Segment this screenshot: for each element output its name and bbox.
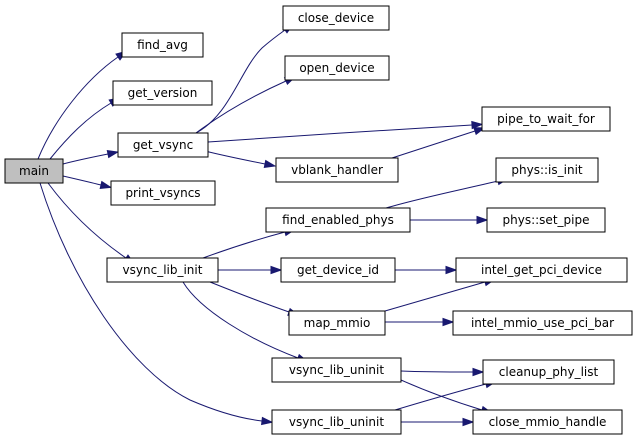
node-label: vblank_handler	[291, 163, 383, 177]
node-map_mmio[interactable]: map_mmio	[288, 310, 386, 336]
edge-line	[62, 153, 109, 165]
edge-line	[385, 180, 499, 209]
edge-vsync_lib_init-to-map_mmio	[209, 281, 300, 316]
node-phys_set_pipe[interactable]: phys::set_pipe	[486, 207, 606, 233]
edge-get_vsync-to-close_device	[195, 23, 295, 134]
node-label: get_device_id	[297, 263, 379, 277]
node-label: map_mmio	[304, 316, 371, 330]
node-cleanup_phy_list[interactable]: cleanup_phy_list	[482, 359, 615, 385]
arrowhead-icon	[261, 416, 274, 426]
node-close_device[interactable]: close_device	[282, 5, 390, 31]
edge-line	[394, 383, 487, 411]
edge-line	[400, 370, 474, 373]
function-nodes: main find_avg get_version get_vsync prin…	[4, 5, 633, 435]
node-label: find_enabled_phys	[282, 213, 394, 227]
arrowhead-icon	[99, 180, 113, 189]
node-vsync_lib_uninit[interactable]: vsync_lib_uninit	[271, 357, 402, 383]
edge-get_device_id-to-intel_get_pci_device	[395, 265, 458, 275]
arrowhead-icon	[472, 367, 485, 377]
edge-get_vsync-to-pipe_to_wait_for	[207, 120, 484, 143]
edge-line	[182, 281, 299, 359]
node-label: pipe_to_wait_for	[497, 112, 595, 126]
edge-line	[400, 379, 483, 411]
arrowhead-icon	[263, 159, 277, 168]
arrowhead-icon	[471, 120, 484, 130]
node-vsync_lib_init[interactable]: vsync_lib_init	[106, 257, 219, 283]
edge-find_enabled_phys-to-phys_is_init	[385, 177, 510, 209]
node-vsync_lib_uninit[interactable]: vsync_lib_uninit	[271, 409, 402, 435]
node-label: close_mmio_handle	[489, 415, 607, 429]
node-label: print_vsyncs	[125, 186, 200, 200]
node-label: main	[19, 164, 49, 178]
node-get_version[interactable]: get_version	[112, 80, 213, 106]
edge-map_mmio-to-intel_get_pci_device	[384, 278, 497, 312]
edge-line	[384, 281, 486, 312]
arrowhead-icon	[462, 417, 475, 427]
node-intel_get_pci_device[interactable]: intel_get_pci_device	[455, 257, 628, 283]
node-label: phys::set_pipe	[503, 213, 590, 227]
edge-line	[195, 80, 287, 134]
edge-main-to-get_version	[49, 97, 121, 160]
edge-line	[47, 182, 127, 259]
edge-line	[207, 124, 473, 143]
edge-map_mmio-to-intel_mmio_use_pci_bar	[385, 317, 455, 327]
edge-line	[37, 56, 119, 160]
node-label: phys::is_init	[511, 163, 583, 177]
node-label: get_vsync	[133, 138, 193, 152]
edge-line	[209, 281, 290, 313]
node-main[interactable]: main	[4, 158, 64, 184]
node-label: vsync_lib_uninit	[289, 415, 384, 429]
node-get_device_id[interactable]: get_device_id	[280, 257, 396, 283]
arrowhead-icon	[106, 150, 120, 159]
edge-vsync_lib_init-to-get_device_id	[218, 265, 283, 275]
edge-line	[39, 182, 263, 422]
node-find_avg[interactable]: find_avg	[121, 32, 204, 58]
edge-vsync_lib_uninit_1-to-close_mmio_handle	[400, 379, 494, 414]
node-print_vsyncs[interactable]: print_vsyncs	[110, 180, 216, 206]
edge-line	[62, 175, 102, 186]
node-label: intel_get_pci_device	[481, 263, 602, 277]
node-label: vsync_lib_uninit	[289, 363, 384, 377]
arrowhead-icon	[270, 265, 283, 275]
edge-line	[204, 150, 266, 165]
node-label: cleanup_phy_list	[499, 365, 599, 379]
edge-line	[49, 102, 112, 160]
arrowhead-icon	[476, 215, 489, 225]
edge-line	[195, 29, 286, 134]
node-phys_is_init[interactable]: phys::is_init	[495, 157, 599, 183]
node-label: vsync_lib_init	[123, 263, 203, 277]
node-find_enabled_phys[interactable]: find_enabled_phys	[265, 207, 411, 233]
node-label: find_avg	[137, 38, 188, 52]
node-get_vsync[interactable]: get_vsync	[117, 132, 209, 158]
edge-get_vsync-to-vblank_handler	[204, 150, 277, 168]
arrowhead-icon	[445, 265, 458, 275]
node-pipe_to_wait_for[interactable]: pipe_to_wait_for	[481, 106, 611, 132]
edge-vsync_lib_uninit_1-to-cleanup_phy_list	[400, 367, 485, 377]
node-open_device[interactable]: open_device	[284, 55, 390, 81]
node-close_mmio_handle[interactable]: close_mmio_handle	[472, 409, 623, 435]
edge-vsync_lib_uninit_2-to-close_mmio_handle	[400, 417, 475, 427]
edge-line	[202, 231, 286, 259]
node-intel_mmio_use_pci_bar[interactable]: intel_mmio_use_pci_bar	[452, 310, 633, 336]
edge-line	[391, 130, 476, 159]
node-label: open_device	[299, 61, 374, 75]
arrowhead-icon	[442, 317, 455, 327]
edge-main-to-vsync_lib_uninit_2	[39, 182, 274, 426]
node-label: get_version	[128, 86, 198, 100]
edge-vblank_handler-to-pipe_to_wait_for	[391, 127, 486, 159]
node-label: intel_mmio_use_pci_bar	[471, 316, 614, 330]
edge-find_enabled_phys-to-phys_set_pipe	[410, 215, 489, 225]
edge-vsync_lib_uninit_2-to-cleanup_phy_list	[394, 380, 498, 411]
edge-main-to-get_vsync	[62, 150, 120, 165]
edge-main-to-print_vsyncs	[62, 175, 113, 189]
edge-vsync_lib_init-to-find_enabled_phys	[202, 228, 297, 259]
node-vblank_handler[interactable]: vblank_handler	[275, 157, 399, 183]
node-label: close_device	[298, 11, 374, 25]
